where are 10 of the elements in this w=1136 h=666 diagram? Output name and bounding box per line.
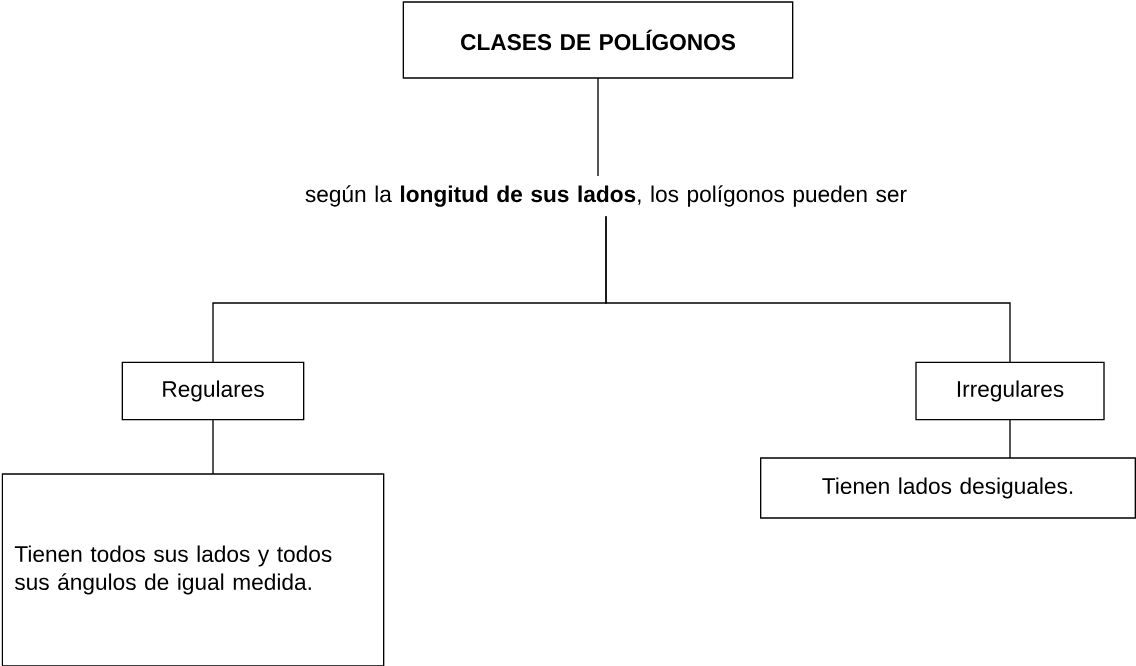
text-box: Regulares [121,361,305,421]
text-box: Tienen lados desiguales. [760,457,1136,519]
connector-line [212,419,214,475]
connector-line [597,77,599,177]
text-box: CLASES DE POLÍGONOS [402,1,794,79]
text-label: según la longitud de sus lados, los polígonos pueden ser [305,185,907,207]
text-box: Tienen todos sus lados y todos sus ángulos de igual medida. [1,473,385,666]
connector-line [605,215,1011,363]
text-box: Irregulares [915,361,1105,421]
connector-line [1009,419,1011,459]
